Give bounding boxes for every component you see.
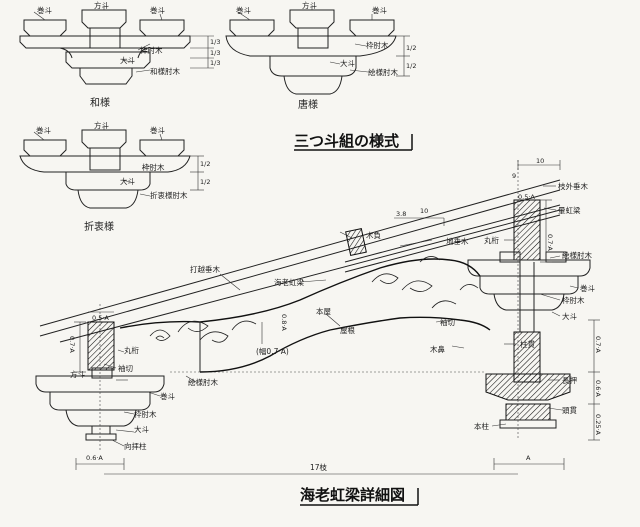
dim-10-top: 10 <box>536 157 544 165</box>
sekkyu-label-makito-l: 巻斗 <box>36 125 51 135</box>
dim-07a-left: 0.7·A <box>68 336 76 353</box>
kara-dim-2: 1/2 <box>406 62 416 70</box>
wa-label-daito: 大斗 <box>120 55 135 65</box>
dim-07a-mid: 0.7·A <box>546 234 554 251</box>
kara-label-makito-r: 巻斗 <box>372 5 387 15</box>
dim-10b: 10 <box>420 207 428 215</box>
label-makito-r: 巻斗 <box>580 283 595 293</box>
label-nagaoshi: 長押 <box>562 375 577 385</box>
sekkyu-dim-2: 1/2 <box>200 178 210 186</box>
kara-caption: 唐様 <box>298 98 318 111</box>
dim-08a: 0.8·A <box>280 314 288 331</box>
wa-label-makito-r: 巻斗 <box>150 5 165 15</box>
kara-label-hoto: 方斗 <box>302 0 317 10</box>
label-eyou-hijiki-l: 絵様肘木 <box>188 377 218 387</box>
wa-dim-2: 1/3 <box>210 49 220 57</box>
sekkyu-label-hoto: 方斗 <box>94 120 109 130</box>
title-ebikouryou: 海老虹梁詳細図 <box>300 486 405 504</box>
style-kara-figure <box>225 6 410 95</box>
label-waku-l: 枠肘木 <box>134 409 157 419</box>
label-kibana: 木鼻 <box>430 344 445 354</box>
sekkyu-label-hijiki: 折衷様肘木 <box>150 190 188 200</box>
sekkyu-dim-1: 1/2 <box>200 160 210 168</box>
kara-dim-1: 1/2 <box>406 44 416 52</box>
style-wa-figure <box>19 6 214 85</box>
dim-06a-right: 0.6·A <box>594 380 602 397</box>
label-honya: 本屋 <box>316 306 331 316</box>
dim-05a-left: 0.5·A <box>92 314 109 322</box>
label-haba: (幅0.7·A) <box>256 346 289 356</box>
kara-label-daito: 大斗 <box>340 58 355 68</box>
label-kioi: 木負 <box>366 230 381 240</box>
wa-label-makito-l: 巻斗 <box>37 5 52 15</box>
kara-label-waku: 枠肘木 <box>366 40 389 50</box>
label-hashiranuki: 柱貫 <box>520 339 535 349</box>
wa-label-waku: 枠肘木 <box>140 45 163 55</box>
label-kashiranuki: 頭貫 <box>562 406 577 415</box>
kara-label-makito-l: 巻斗 <box>236 5 251 15</box>
sekkyu-label-makito-r: 巻斗 <box>150 125 165 135</box>
wa-label-hoto: 方斗 <box>94 0 109 10</box>
title-mitsudo: 三つ斗組の様式 <box>294 132 399 150</box>
label-hoto-l: 方斗 <box>70 369 85 379</box>
style-sekkyu-figure <box>19 126 204 209</box>
label-uchikoshi: 打越垂木 <box>190 264 220 274</box>
sekkyu-label-waku: 枠肘木 <box>142 162 165 172</box>
label-eyou-hijiki-r: 絵様肘木 <box>562 250 592 260</box>
wa-label-hijiki: 和様肘木 <box>150 66 180 76</box>
wa-dim-3: 1/3 <box>210 59 220 67</box>
label-waku-r: 枠肘木 <box>562 295 585 305</box>
label-jitaruki: 地垂木 <box>446 236 469 246</box>
label-edagai-taruki: 枝外垂木 <box>558 181 588 191</box>
label-yane: 屋根 <box>340 325 355 335</box>
dim-38: 3.8 <box>396 210 406 218</box>
label-sodegiri-r: 袖切 <box>440 317 455 327</box>
label-a-left: 0.6·A <box>86 454 103 462</box>
wa-dim-1: 1/3 <box>210 38 220 46</box>
label-kouhai: 向拝柱 <box>124 441 147 451</box>
sekkyu-label-daito: 大斗 <box>120 176 135 186</box>
label-daito-r: 大斗 <box>562 311 577 321</box>
label-honkuri: 本柱 <box>474 421 489 431</box>
label-ebikouryou: 海老虹梁 <box>274 277 304 287</box>
kara-label-hijiki: 絵様肘木 <box>368 67 398 77</box>
label-scale: 17枝 <box>310 462 328 472</box>
dim-025a-right: 0.25·A <box>594 414 602 436</box>
label-mokikouryou: 暈虹梁 <box>558 206 581 215</box>
label-sodegiri-l: 袖切 <box>118 363 133 373</box>
label-maruketa-l: 丸桁 <box>124 345 139 355</box>
label-maruketa-r: 丸桁 <box>484 235 499 245</box>
label-daito-l: 大斗 <box>134 424 149 434</box>
dim-9: 9 <box>512 172 516 180</box>
sekkyu-caption: 折衷様 <box>84 220 114 233</box>
label-a-right: A <box>526 454 531 462</box>
label-makito-l: 巻斗 <box>160 391 175 401</box>
ebikouryou-detail-figure <box>35 160 600 475</box>
wa-caption: 和様 <box>90 96 110 109</box>
dim-05a-top: 0.5·A <box>518 193 535 201</box>
dim-07a-right: 0.7·A <box>594 336 602 353</box>
